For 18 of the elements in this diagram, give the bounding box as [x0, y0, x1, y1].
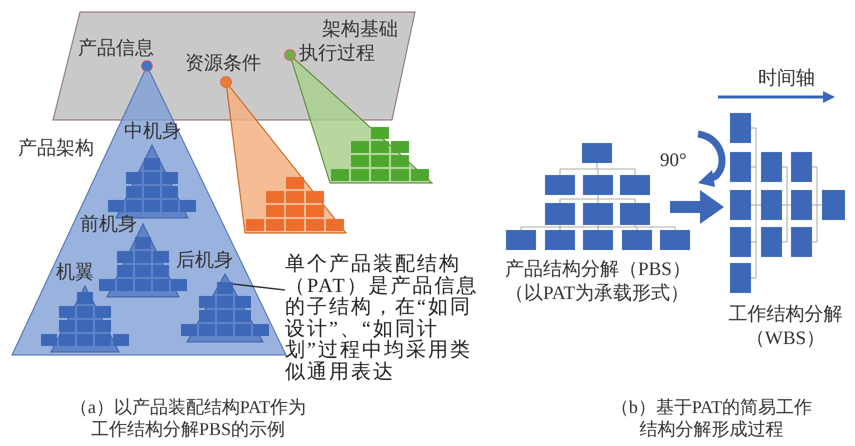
axis-label: 时间轴	[758, 68, 815, 90]
node-label: 资源条件	[185, 53, 261, 75]
annotation-text: 单个产品装配结构（PAT）是产品信息的子结构，在“如同设计”、“如同计划”过程中均采用类似通用表达	[285, 254, 485, 386]
leader-line	[232, 283, 286, 291]
node-label: 机翼	[56, 262, 94, 284]
node-label: 执行过程	[299, 43, 375, 65]
figure-caption: （a）以产品装配结构PAT作为工作结构分解PBS的示例	[68, 396, 308, 440]
arrow	[670, 190, 724, 224]
node-label: 前机身	[80, 214, 137, 236]
node-label: 后机身	[176, 250, 233, 272]
node-caption: 产品结构分解（PBS）（以PAT为承载形式）	[505, 258, 692, 306]
angle-label: 90°	[660, 150, 687, 172]
figure-caption: （b）基于PAT的简易工作结构分解形成过程	[610, 396, 814, 440]
node-label: 产品信息	[78, 38, 154, 60]
node-label: 中机身	[124, 121, 181, 143]
plane-label: 架构基础	[322, 19, 398, 41]
node-label: 产品架构	[18, 138, 94, 160]
node-caption: 工作结构分解（WBS）	[728, 303, 844, 351]
